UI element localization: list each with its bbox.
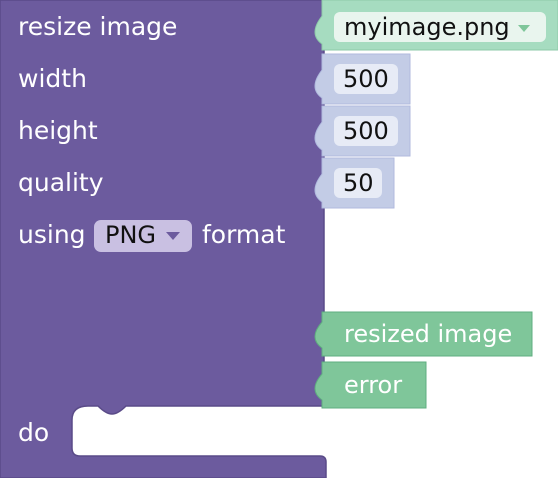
filename-field[interactable] xyxy=(334,12,546,42)
resized-image-output-block[interactable] xyxy=(314,311,533,357)
format-chevron-down-icon xyxy=(166,232,180,240)
filename-chevron-down-icon xyxy=(518,25,530,32)
error-output-block[interactable] xyxy=(314,361,427,409)
width-field[interactable] xyxy=(334,64,398,94)
quality-field[interactable] xyxy=(334,168,382,198)
format-dropdown[interactable] xyxy=(94,220,192,252)
height-field[interactable] xyxy=(334,116,398,146)
